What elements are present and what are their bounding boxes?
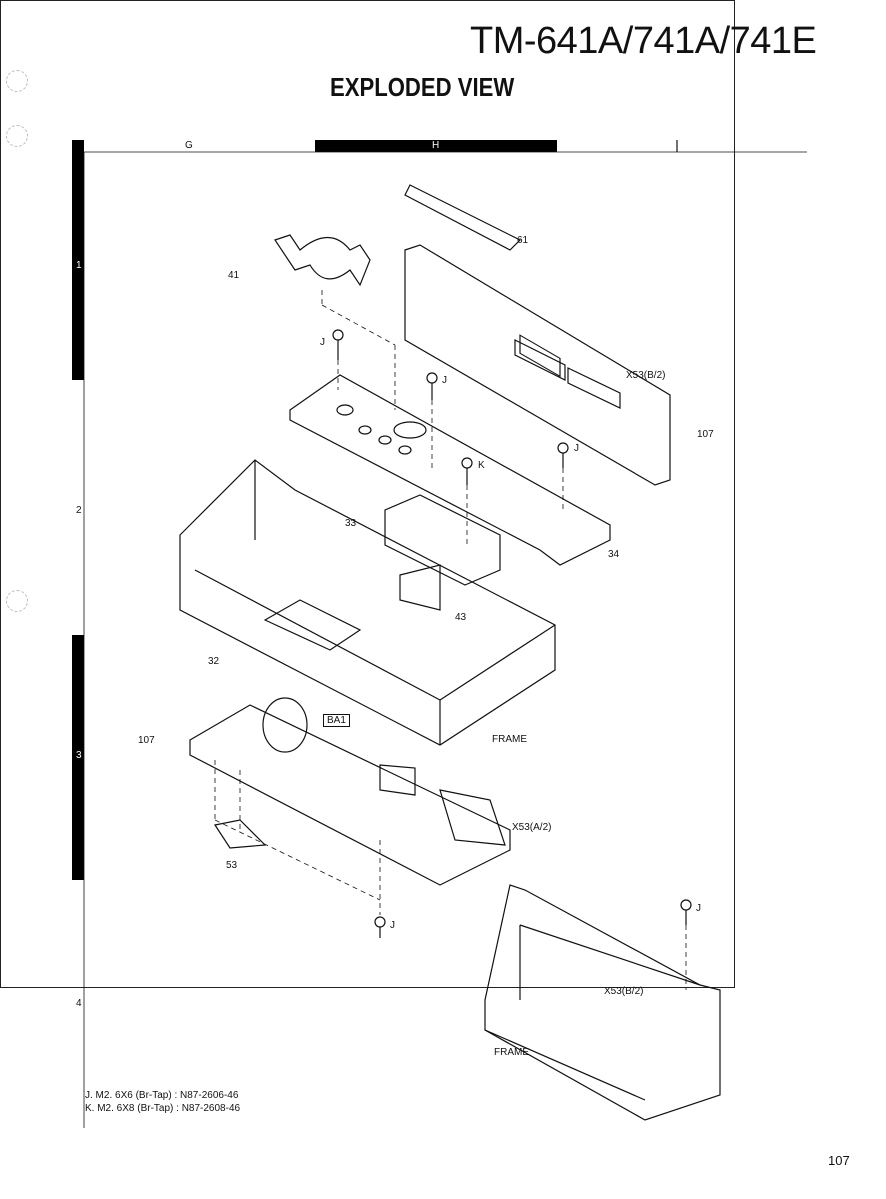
- screw-icon: [426, 372, 438, 400]
- screw-icon: [374, 916, 386, 938]
- drawing-frame: [0, 0, 735, 988]
- screw-label: J: [320, 337, 325, 348]
- part-label: 34: [608, 549, 620, 560]
- part-label: 107: [697, 429, 714, 440]
- part-label: X53(B/2): [626, 370, 666, 381]
- part-label: BA1: [323, 714, 350, 727]
- part-label: X53(A/2): [512, 822, 552, 833]
- grid-column-label: I: [675, 140, 678, 151]
- screw-icon: [557, 442, 569, 468]
- grid-column-label: G: [185, 140, 193, 151]
- screw-note: K. M2. 6X8 (Br-Tap) : N87-2608-46: [85, 1103, 241, 1114]
- part-label: FRAME: [494, 1047, 529, 1058]
- screw-icon: [680, 899, 692, 925]
- binder-hole: [6, 70, 28, 92]
- grid-row-label: 4: [76, 998, 82, 1009]
- ruler-bar: [72, 635, 84, 880]
- part-label: 61: [517, 235, 529, 246]
- part-label: 107: [138, 735, 155, 746]
- part-label: X53(B/2): [604, 986, 644, 997]
- binder-hole: [6, 125, 28, 147]
- ruler-bar: [315, 140, 557, 152]
- page-number: 107: [828, 1153, 850, 1168]
- grid-row-label: 2: [76, 505, 82, 516]
- part-label: 53: [226, 860, 238, 871]
- grid-row-label: 3: [76, 750, 82, 761]
- part-label: 41: [228, 270, 240, 281]
- screw-icon: [461, 457, 473, 485]
- page-title: EXPLODED VIEW: [330, 72, 515, 102]
- grid-row-label: 1: [76, 260, 82, 271]
- model-title: TM-641A/741A/741E: [470, 20, 817, 62]
- screw-note: J. M2. 6X6 (Br-Tap) : N87-2606-46: [85, 1090, 239, 1101]
- screw-label: J: [696, 903, 701, 914]
- part-label: 43: [455, 612, 467, 623]
- part-label: 33: [345, 518, 357, 529]
- screw-icon: [332, 329, 344, 360]
- screw-label: J: [442, 375, 447, 386]
- ruler-bar: [72, 140, 84, 380]
- screw-label: J: [574, 443, 579, 454]
- part-label: 32: [208, 656, 220, 667]
- part-label: FRAME: [492, 734, 527, 745]
- screw-label: J: [390, 920, 395, 931]
- binder-hole: [6, 590, 28, 612]
- screw-label: K: [478, 460, 485, 471]
- grid-column-label: H: [432, 140, 440, 151]
